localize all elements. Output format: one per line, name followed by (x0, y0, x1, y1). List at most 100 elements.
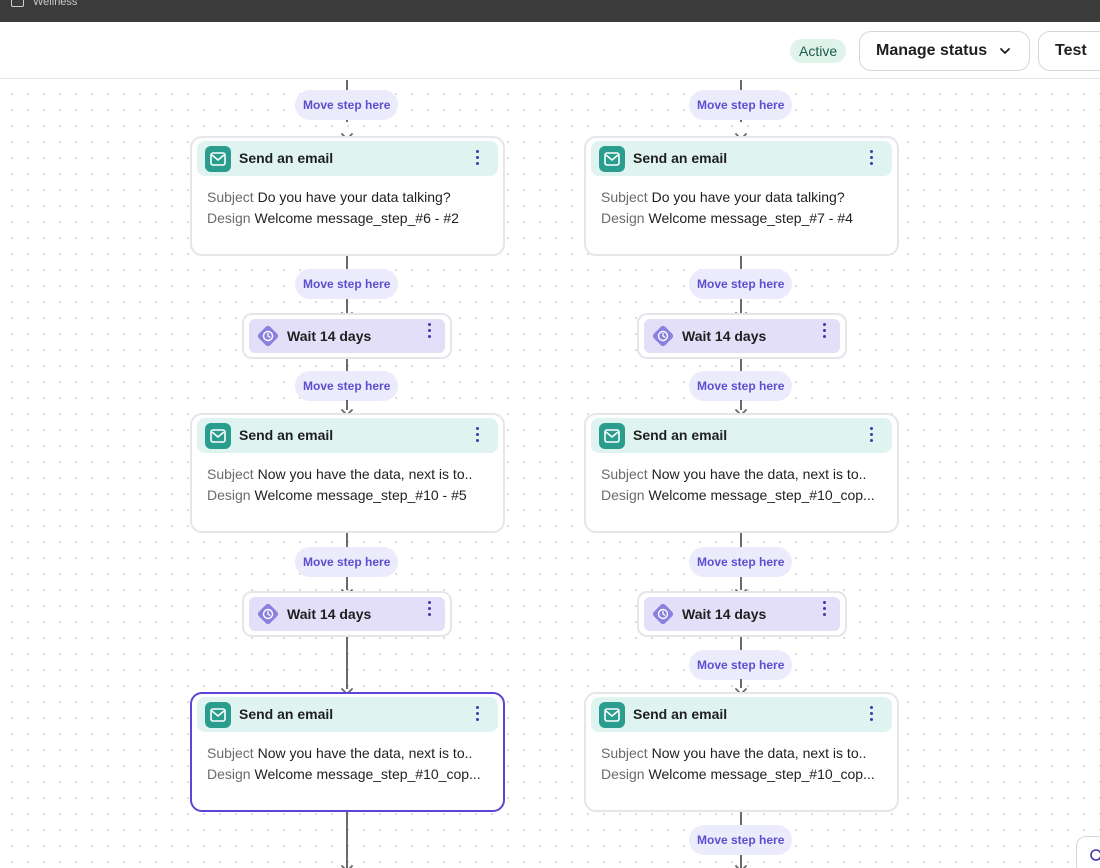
move-step-here-button[interactable]: Move step here (295, 90, 399, 120)
page-header: Active Manage status Test (0, 22, 1100, 79)
wait-step-label: Wait 14 days (287, 328, 372, 344)
connector-line (740, 812, 742, 827)
arrow-down-icon (341, 860, 353, 868)
more-options-icon[interactable] (823, 601, 827, 619)
design-value: Welcome message_step_#10_cop... (648, 766, 875, 782)
arrow-down-icon (735, 404, 747, 416)
clock-icon (255, 323, 281, 349)
email-step-header: Send an email (591, 697, 892, 732)
arrow-down-icon (341, 683, 353, 695)
move-step-here-button[interactable]: Move step here (295, 547, 399, 577)
window-titlebar: Wellness (0, 0, 1100, 22)
mail-icon (599, 146, 625, 172)
move-step-here-button[interactable]: Move step here (689, 371, 793, 401)
design-key: Design (601, 487, 645, 503)
subject-key: Subject (601, 466, 648, 482)
move-step-here-button[interactable]: Move step here (295, 371, 399, 401)
subject-key: Subject (207, 466, 254, 482)
email-subject: Subject Now you have the data, next is t… (207, 745, 472, 761)
move-step-here-button[interactable]: Move step here (689, 547, 793, 577)
arrow-down-icon (735, 128, 747, 140)
move-step-here-button[interactable]: Move step here (689, 825, 793, 855)
manage-status-button[interactable]: Manage status (859, 31, 1030, 71)
email-design: Design Welcome message_step_#10_cop... (207, 766, 481, 782)
wait-step-label: Wait 14 days (682, 606, 767, 622)
more-options-icon[interactable] (870, 150, 874, 168)
mail-icon (205, 146, 231, 172)
email-step-header: Send an email (591, 418, 892, 453)
manage-status-label: Manage status (876, 42, 988, 59)
connector-line (346, 400, 348, 410)
email-subject: Subject Do you have your data talking? (601, 189, 845, 205)
design-key: Design (207, 487, 251, 503)
wait-step-label: Wait 14 days (682, 328, 767, 344)
email-subject: Subject Now you have the data, next is t… (601, 745, 866, 761)
email-step-header: Send an email (591, 141, 892, 176)
email-subject: Subject Now you have the data, next is t… (601, 466, 866, 482)
design-key: Design (207, 766, 251, 782)
clock-icon (650, 323, 676, 349)
more-options-icon[interactable] (476, 150, 480, 168)
move-step-here-button[interactable]: Move step here (295, 269, 399, 299)
move-step-here-button[interactable]: Move step here (689, 90, 793, 120)
connector-line (740, 637, 742, 651)
wait-step-body: Wait 14 days (644, 597, 840, 631)
move-step-here-button[interactable]: Move step here (689, 269, 793, 299)
arrow-down-icon (735, 860, 747, 868)
arrow-down-icon (341, 404, 353, 416)
window-icon (11, 0, 24, 7)
email-design: Design Welcome message_step_#6 - #2 (207, 210, 459, 226)
subject-key: Subject (207, 745, 254, 761)
window-title: Wellness (33, 0, 78, 8)
move-step-here-button[interactable]: Move step here (689, 650, 793, 680)
email-step-title: Send an email (239, 427, 334, 443)
email-step-header: Send an email (197, 141, 498, 176)
wait-step-label: Wait 14 days (287, 606, 372, 622)
zoom-button[interactable] (1076, 836, 1100, 868)
wait-step-body: Wait 14 days (249, 597, 445, 631)
more-options-icon[interactable] (823, 323, 827, 341)
wait-step-card[interactable]: Wait 14 days (242, 313, 452, 359)
connector-line (740, 400, 742, 410)
email-design: Design Welcome message_step_#10_cop... (601, 766, 875, 782)
email-step-header: Send an email (197, 697, 498, 732)
connector-line (346, 637, 348, 689)
email-design: Design Welcome message_step_#10 - #5 (207, 487, 467, 503)
email-design: Design Welcome message_step_#10_cop... (601, 487, 875, 503)
subject-value: Do you have your data talking? (651, 189, 845, 205)
mail-icon (205, 702, 231, 728)
more-options-icon[interactable] (428, 601, 432, 619)
zoom-icon (1090, 849, 1100, 861)
more-options-icon[interactable] (870, 427, 874, 445)
arrow-down-icon (341, 128, 353, 140)
more-options-icon[interactable] (476, 706, 480, 724)
wait-step-card[interactable]: Wait 14 days (242, 591, 452, 637)
more-options-icon[interactable] (476, 427, 480, 445)
subject-key: Subject (601, 745, 648, 761)
subject-key: Subject (601, 189, 648, 205)
wait-step-body: Wait 14 days (644, 319, 840, 353)
arrow-down-icon (735, 683, 747, 695)
subject-value: Do you have your data talking? (257, 189, 451, 205)
email-step-title: Send an email (239, 150, 334, 166)
wait-step-card[interactable]: Wait 14 days (637, 591, 847, 637)
wait-step-card[interactable]: Wait 14 days (637, 313, 847, 359)
test-button[interactable]: Test (1038, 31, 1100, 71)
connector-line (740, 359, 742, 382)
subject-key: Subject (207, 189, 254, 205)
clock-icon (255, 601, 281, 627)
mail-icon (205, 423, 231, 449)
more-options-icon[interactable] (428, 323, 432, 341)
subject-value: Now you have the data, next is to.. (651, 745, 867, 761)
more-options-icon[interactable] (870, 706, 874, 724)
status-badge: Active (790, 39, 847, 63)
email-subject: Subject Do you have your data talking? (207, 189, 451, 205)
subject-value: Now you have the data, next is to.. (257, 466, 473, 482)
